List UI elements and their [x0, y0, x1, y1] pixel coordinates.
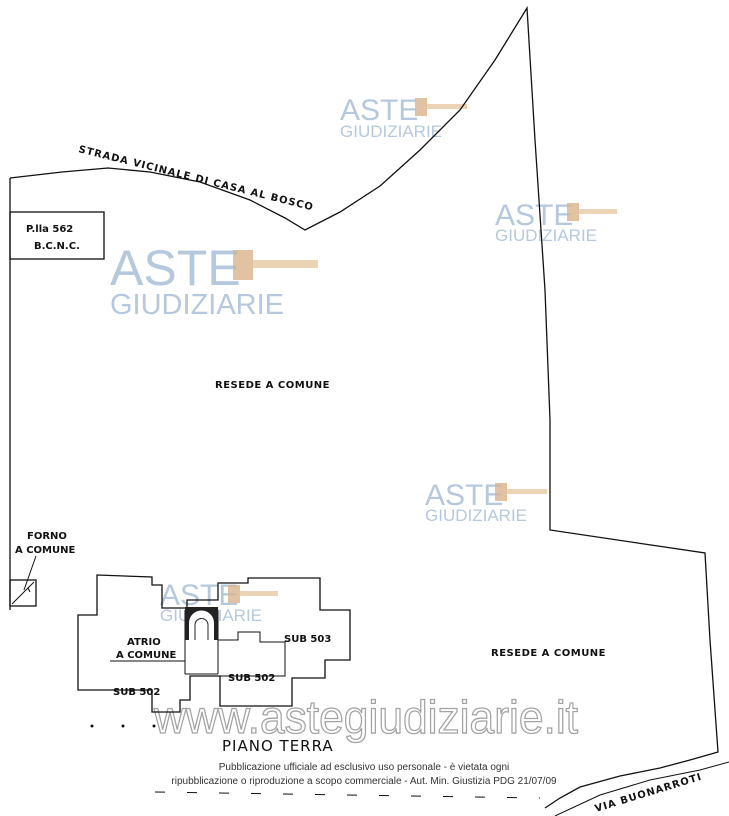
watermark-brand: ASTE — [340, 94, 418, 127]
legal-notice-line-2: ripubblicazione o riproduzione a scopo c… — [171, 776, 557, 787]
forno-symbol — [9, 579, 37, 607]
watermark-brand-sub: GIUDIZIARIE — [495, 226, 597, 245]
watermark-brand-sub: GIUDIZIARIE — [110, 289, 284, 321]
watermark-brand: ASTE — [425, 479, 503, 512]
atrio-label-1: ATRIO — [127, 637, 161, 648]
boundary-bottom-dashes — [154, 791, 541, 799]
watermark-brand: ASTE — [160, 579, 238, 612]
boundary-dots — [90, 724, 156, 728]
staircase — [185, 607, 218, 640]
watermark-2: ASTE GIUDIZIARIE — [495, 199, 617, 245]
parcel-label-2: B.C.N.C. — [34, 241, 80, 252]
watermark-4: ASTE GIUDIZIARIE — [425, 479, 547, 525]
watermark-5: ASTE GIUDIZIARIE — [160, 579, 278, 625]
forno-label-1: FORNO — [27, 531, 67, 542]
resede-label-top: RESEDE A COMUNE — [215, 380, 330, 391]
gavel-icon — [495, 483, 547, 501]
forno-leader — [23, 555, 37, 591]
road-label-top: STRADA VICINALE DI CASA AL BOSCO — [77, 144, 315, 213]
interior-wall-2 — [218, 631, 286, 677]
forno-label-2: A COMUNE — [15, 545, 76, 556]
gavel-icon — [415, 98, 467, 116]
sub-502-left-label: SUB 502 — [113, 687, 160, 698]
gavel-icon — [233, 250, 318, 280]
floor-title: PIANO TERRA — [222, 737, 334, 755]
sub-502-right-label: SUB 502 — [228, 673, 275, 684]
parcel-box — [9, 211, 105, 260]
watermark-brand-sub: GIUDIZIARIE — [425, 506, 527, 525]
watermark-brand-sub: GIUDIZIARIE — [340, 122, 442, 141]
watermark-brand: ASTE — [495, 199, 573, 232]
watermark-3: ASTE GIUDIZIARIE — [110, 240, 318, 321]
watermark-brand: ASTE — [110, 240, 241, 296]
resede-label-right: RESEDE A COMUNE — [491, 648, 606, 659]
watermark-url: www.astegiudiziarie.it — [153, 691, 578, 743]
via-edge — [554, 761, 729, 816]
watermark-1: ASTE GIUDIZIARIE — [340, 94, 467, 141]
atrio-label-2: A COMUNE — [116, 650, 177, 661]
sub-503-label: SUB 503 — [284, 634, 331, 645]
gavel-icon — [567, 203, 617, 221]
legal-notice-line-1: Pubblicazione ufficiale ad esclusivo uso… — [219, 762, 510, 773]
gavel-icon — [228, 585, 278, 603]
parcel-label-1: P.lla 562 — [26, 224, 73, 235]
